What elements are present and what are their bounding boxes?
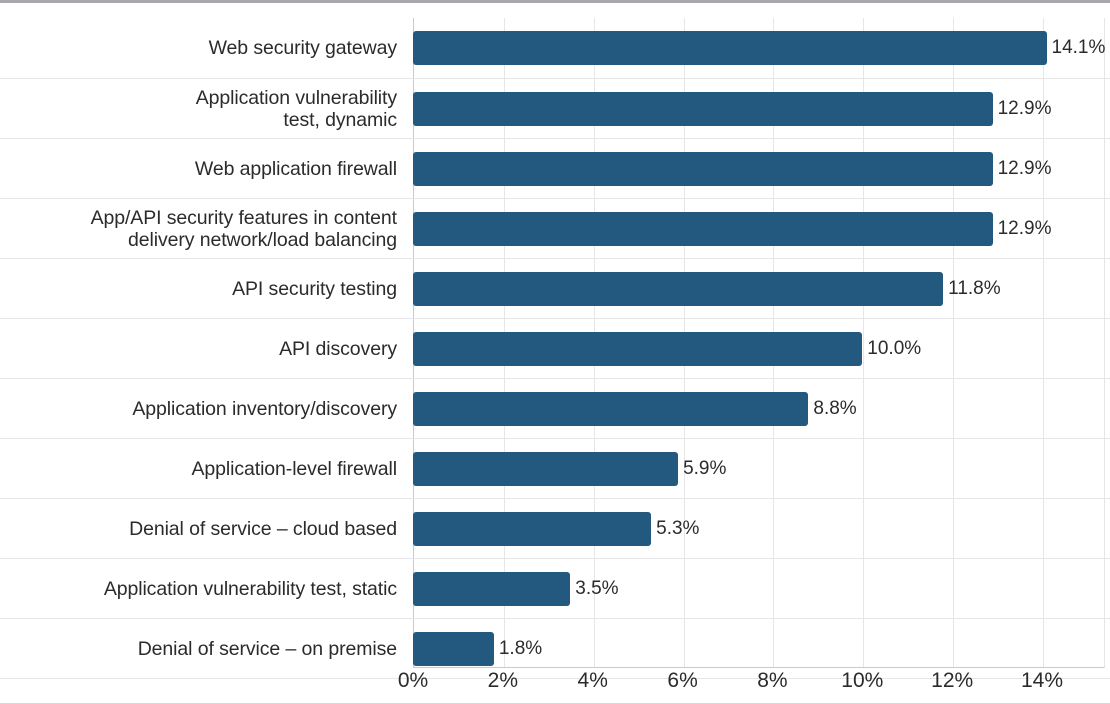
- category-label: API security testing: [232, 278, 397, 300]
- x-tick-label: 0%: [397, 669, 429, 692]
- bar-value-label: 8.8%: [813, 398, 857, 419]
- category-label: Denial of service – cloud based: [129, 518, 397, 540]
- bar-value-label: 12.9%: [997, 98, 1052, 119]
- category-label: Web application firewall: [194, 158, 397, 180]
- bar[interactable]: [413, 332, 863, 366]
- bar-zone: 12.9%: [413, 79, 1105, 139]
- chart-row: API security testing 11.8%: [0, 258, 1110, 318]
- chart-row: Application inventory/discovery 8.8%: [0, 378, 1110, 438]
- x-tick-label: 12%: [931, 669, 974, 692]
- chart-row: Application-level firewall 5.9%: [0, 438, 1110, 498]
- bar-zone: 5.9%: [413, 439, 1105, 499]
- x-tick-label: 8%: [757, 669, 788, 692]
- bar-value-label: 1.8%: [498, 638, 543, 659]
- x-axis: 0% 2% 4% 6% 8% 10% 12% 14%: [0, 669, 1110, 703]
- category-label: Application vulnerability test, dynamic: [195, 87, 397, 131]
- category-label: Web security gateway: [208, 37, 398, 59]
- bar-zone: 5.3%: [413, 499, 1105, 559]
- x-tick-label: 14%: [1021, 669, 1064, 692]
- bar[interactable]: [413, 152, 993, 186]
- x-tick-label: 2%: [487, 669, 519, 692]
- category-label: App/API security features in content del…: [90, 207, 398, 251]
- chart-row: Application vulnerability test, dynamic 1…: [0, 78, 1110, 138]
- bar-zone: 1.8%: [413, 619, 1105, 679]
- bar[interactable]: [413, 212, 993, 246]
- chart-row: Denial of service – on premise 1.8%: [0, 618, 1110, 678]
- bar-value-label: 12.9%: [997, 218, 1052, 239]
- x-tick-label: 6%: [667, 669, 698, 692]
- chart-rows: Web security gateway 14.1% Application vul…: [0, 18, 1110, 668]
- bar[interactable]: [413, 392, 809, 426]
- bar-value-label: 5.3%: [656, 518, 700, 539]
- bar-zone: 12.9%: [413, 139, 1105, 199]
- bar-zone: 14.1%: [413, 18, 1105, 78]
- bar-value-label: 14.1%: [1051, 37, 1106, 58]
- bar-value-label: 3.5%: [575, 578, 619, 599]
- chart-row: Application vulnerability test, static 3.…: [0, 558, 1110, 618]
- bar[interactable]: [413, 452, 679, 486]
- category-label: Application-level firewall: [191, 458, 398, 480]
- category-label: Application inventory/discovery: [132, 398, 397, 420]
- bar-zone: 12.9%: [413, 199, 1105, 259]
- bar-value-label: 12.9%: [997, 158, 1052, 179]
- x-tick-label: 10%: [841, 669, 884, 692]
- bar[interactable]: [413, 572, 571, 606]
- bar-value-label: 10.0%: [867, 338, 922, 359]
- chart-row: Denial of service – cloud based 5.3%: [0, 498, 1110, 558]
- category-label: Application vulnerability test, static: [103, 578, 397, 600]
- bar[interactable]: [413, 31, 1047, 65]
- bar-zone: 10.0%: [413, 319, 1105, 379]
- bar-zone: 8.8%: [413, 379, 1105, 439]
- bar[interactable]: [413, 272, 944, 306]
- bar-zone: 11.8%: [413, 259, 1105, 319]
- bar[interactable]: [413, 512, 652, 546]
- bar-value-label: 11.8%: [948, 278, 1001, 299]
- category-label: Denial of service – on premise: [137, 638, 397, 660]
- chart-row: API discovery 10.0%: [0, 318, 1110, 378]
- x-tick-label: 4%: [577, 669, 608, 692]
- category-label: API discovery: [279, 338, 397, 360]
- chart-row: App/API security features in content del…: [0, 198, 1110, 258]
- bar-zone: 3.5%: [413, 559, 1105, 619]
- bar[interactable]: [413, 92, 993, 126]
- bar[interactable]: [413, 632, 494, 666]
- chart-row: Web security gateway 14.1%: [0, 18, 1110, 78]
- chart-row: Web application firewall 12.9%: [0, 138, 1110, 198]
- bar-value-label: 5.9%: [683, 458, 727, 479]
